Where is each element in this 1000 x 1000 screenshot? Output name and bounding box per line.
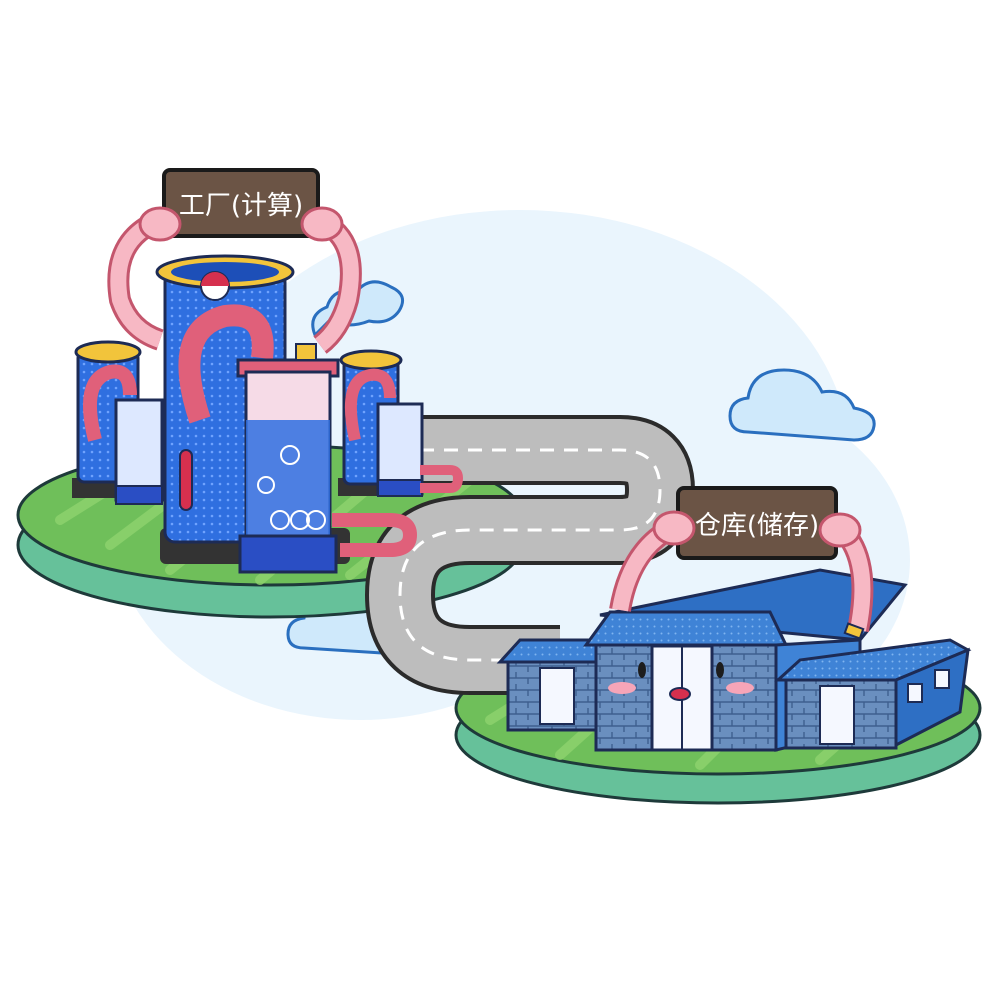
cartoon-hand-icon	[300, 206, 362, 354]
warehouse-sign: 仓库(储存)	[676, 486, 838, 560]
cloud-icon	[728, 368, 876, 442]
winding-road-icon	[365, 415, 695, 695]
cartoon-hand-icon	[107, 206, 182, 351]
factory-sign: 工厂(计算)	[162, 168, 320, 238]
factory-tanks-icon	[72, 254, 464, 574]
factory-sign-label: 工厂(计算)	[179, 191, 303, 221]
cartoon-hand-icon	[818, 512, 874, 640]
warehouse-sign-label: 仓库(储存)	[695, 511, 819, 541]
cartoon-hand-icon	[609, 510, 696, 613]
warehouse-building-icon	[496, 568, 972, 752]
